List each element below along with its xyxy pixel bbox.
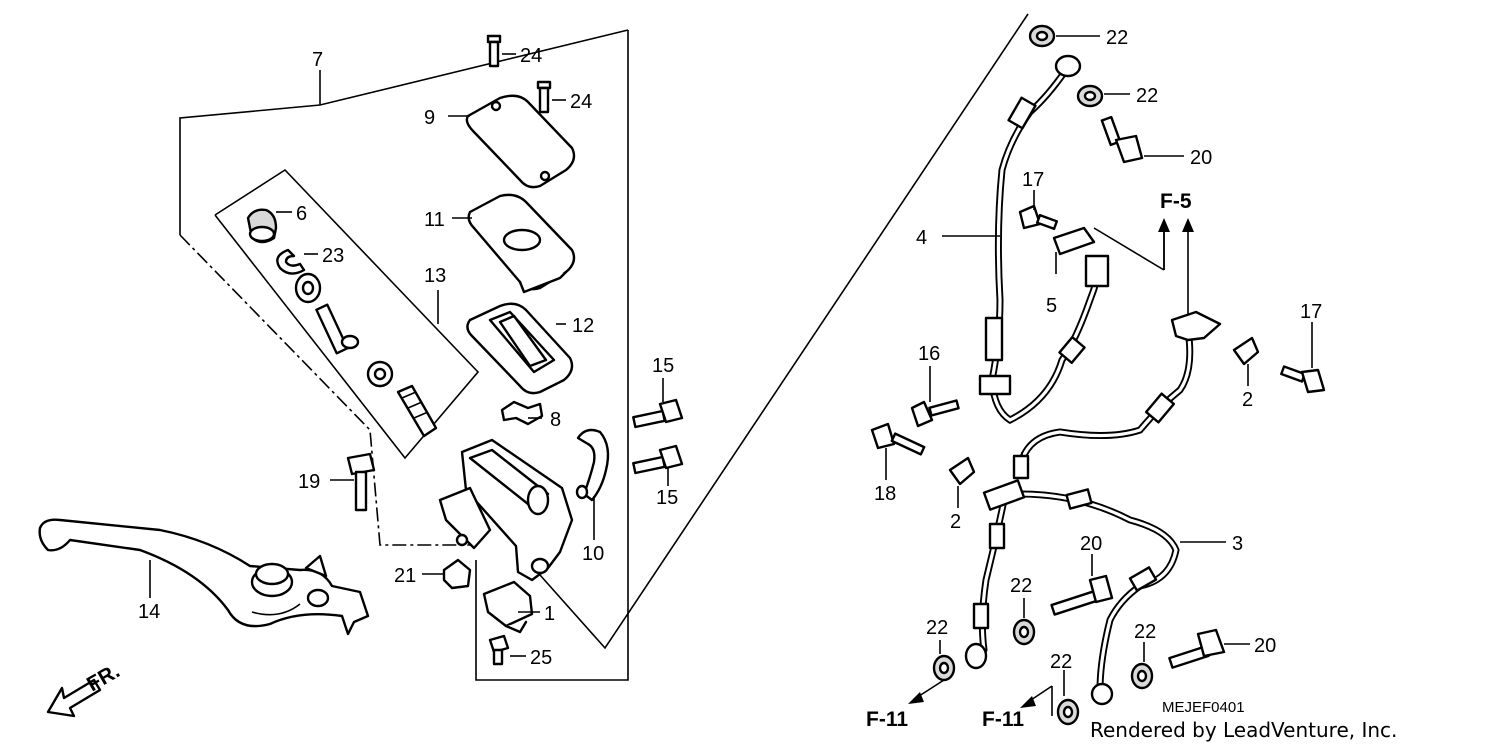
callout-13: 13 xyxy=(424,265,446,287)
callout-20: 20 xyxy=(1254,635,1276,657)
callout-20: 20 xyxy=(1080,533,1102,555)
middle-brake-hose[interactable] xyxy=(1018,310,1222,464)
washer-22-bottom[interactable] xyxy=(1056,698,1080,726)
reference-f11: F-11 xyxy=(866,708,908,731)
callout-4: 4 xyxy=(916,227,927,249)
hose-clamp-left[interactable] xyxy=(948,456,976,486)
circlip[interactable] xyxy=(276,248,306,275)
oil-bolt-20-top[interactable] xyxy=(1100,115,1144,164)
stop-switch[interactable] xyxy=(482,580,534,634)
pivot-nut[interactable] xyxy=(442,558,472,590)
callout-25: 25 xyxy=(530,647,552,669)
reference-f5: F-5 xyxy=(1160,190,1192,213)
callout-2: 2 xyxy=(1242,389,1253,411)
credit-text: Rendered by LeadVenture, Inc. xyxy=(1090,718,1398,742)
callout-24: 24 xyxy=(520,45,542,67)
callout-22: 22 xyxy=(1134,621,1156,643)
callout-22: 22 xyxy=(1106,27,1128,49)
callout-15: 15 xyxy=(652,355,674,377)
callout-24: 24 xyxy=(570,91,592,113)
washer-22-mid-left[interactable] xyxy=(1012,618,1036,646)
bolt-18[interactable] xyxy=(870,422,926,456)
bolt-24-upper[interactable] xyxy=(486,34,502,68)
callout-22: 22 xyxy=(1010,575,1032,597)
callout-15: 15 xyxy=(656,487,678,509)
callout-7: 7 xyxy=(312,49,323,71)
callout-8: 8 xyxy=(550,409,561,431)
callout-11: 11 xyxy=(424,209,445,231)
callout-16: 16 xyxy=(918,343,940,365)
callout-18: 18 xyxy=(874,483,896,505)
bolt-17-upper[interactable] xyxy=(1018,204,1059,231)
callout-10: 10 xyxy=(582,543,604,565)
piston-set[interactable] xyxy=(294,272,438,438)
callout-14: 14 xyxy=(138,601,160,623)
diaphragm-plate[interactable] xyxy=(467,193,576,294)
callout-22: 22 xyxy=(926,617,948,639)
washer-22-upper[interactable] xyxy=(1076,84,1104,108)
callout-19: 19 xyxy=(298,471,320,493)
front-direction-arrow: FR. xyxy=(46,659,124,718)
callout-9: 9 xyxy=(424,107,435,129)
assembly-outline xyxy=(179,13,1029,681)
callout-20: 20 xyxy=(1190,147,1212,169)
lower-brake-hose-right[interactable] xyxy=(1016,488,1180,706)
master-cylinder-body[interactable] xyxy=(438,438,574,582)
callout-3: 3 xyxy=(1232,533,1243,555)
callout-12: 12 xyxy=(572,315,594,337)
callout-17: 17 xyxy=(1022,169,1044,191)
holder-bolt-upper[interactable] xyxy=(632,398,684,429)
switch-screw[interactable] xyxy=(488,634,510,666)
callout-2: 2 xyxy=(950,511,961,533)
callout-5: 5 xyxy=(1046,295,1057,317)
callout-22: 22 xyxy=(1050,651,1072,673)
boot[interactable] xyxy=(246,208,278,244)
washer-22-top[interactable] xyxy=(1028,24,1056,48)
diagram-code: MEJEF0401 xyxy=(1162,699,1245,716)
pivot-bolt[interactable] xyxy=(346,452,376,512)
diaphragm[interactable] xyxy=(466,302,574,395)
washer-22-left[interactable] xyxy=(932,654,956,682)
callout-21: 21 xyxy=(394,565,416,587)
callout-22: 22 xyxy=(1136,85,1158,107)
holder-bolt-lower[interactable] xyxy=(632,444,684,475)
callout-1: 1 xyxy=(544,603,555,625)
callout-17: 17 xyxy=(1300,301,1322,323)
brake-lever[interactable] xyxy=(38,518,370,636)
holder[interactable] xyxy=(575,428,610,502)
bolt-24-lower[interactable] xyxy=(536,80,552,114)
hose-clamp-right[interactable] xyxy=(1232,336,1260,366)
washer-22-mid-right[interactable] xyxy=(1130,662,1154,690)
clip[interactable] xyxy=(500,400,544,426)
upper-brake-hose[interactable] xyxy=(978,54,1110,425)
oil-bolt-20-lower[interactable] xyxy=(1168,628,1226,669)
bolt-16[interactable] xyxy=(910,399,960,428)
oil-bolt-20-middle[interactable] xyxy=(1050,574,1114,616)
callout-23: 23 xyxy=(322,245,344,267)
bolt-17-right[interactable] xyxy=(1280,365,1326,394)
callout-6: 6 xyxy=(296,203,307,225)
reference-f11: F-11 xyxy=(982,708,1024,731)
lower-brake-hose-left[interactable] xyxy=(964,452,1030,670)
callout-labels: 24 24 7 9 6 23 11 13 12 8 15 15 10 19 21… xyxy=(138,27,1322,731)
leader-lines xyxy=(149,35,1313,716)
reservoir-cap[interactable] xyxy=(465,94,576,189)
